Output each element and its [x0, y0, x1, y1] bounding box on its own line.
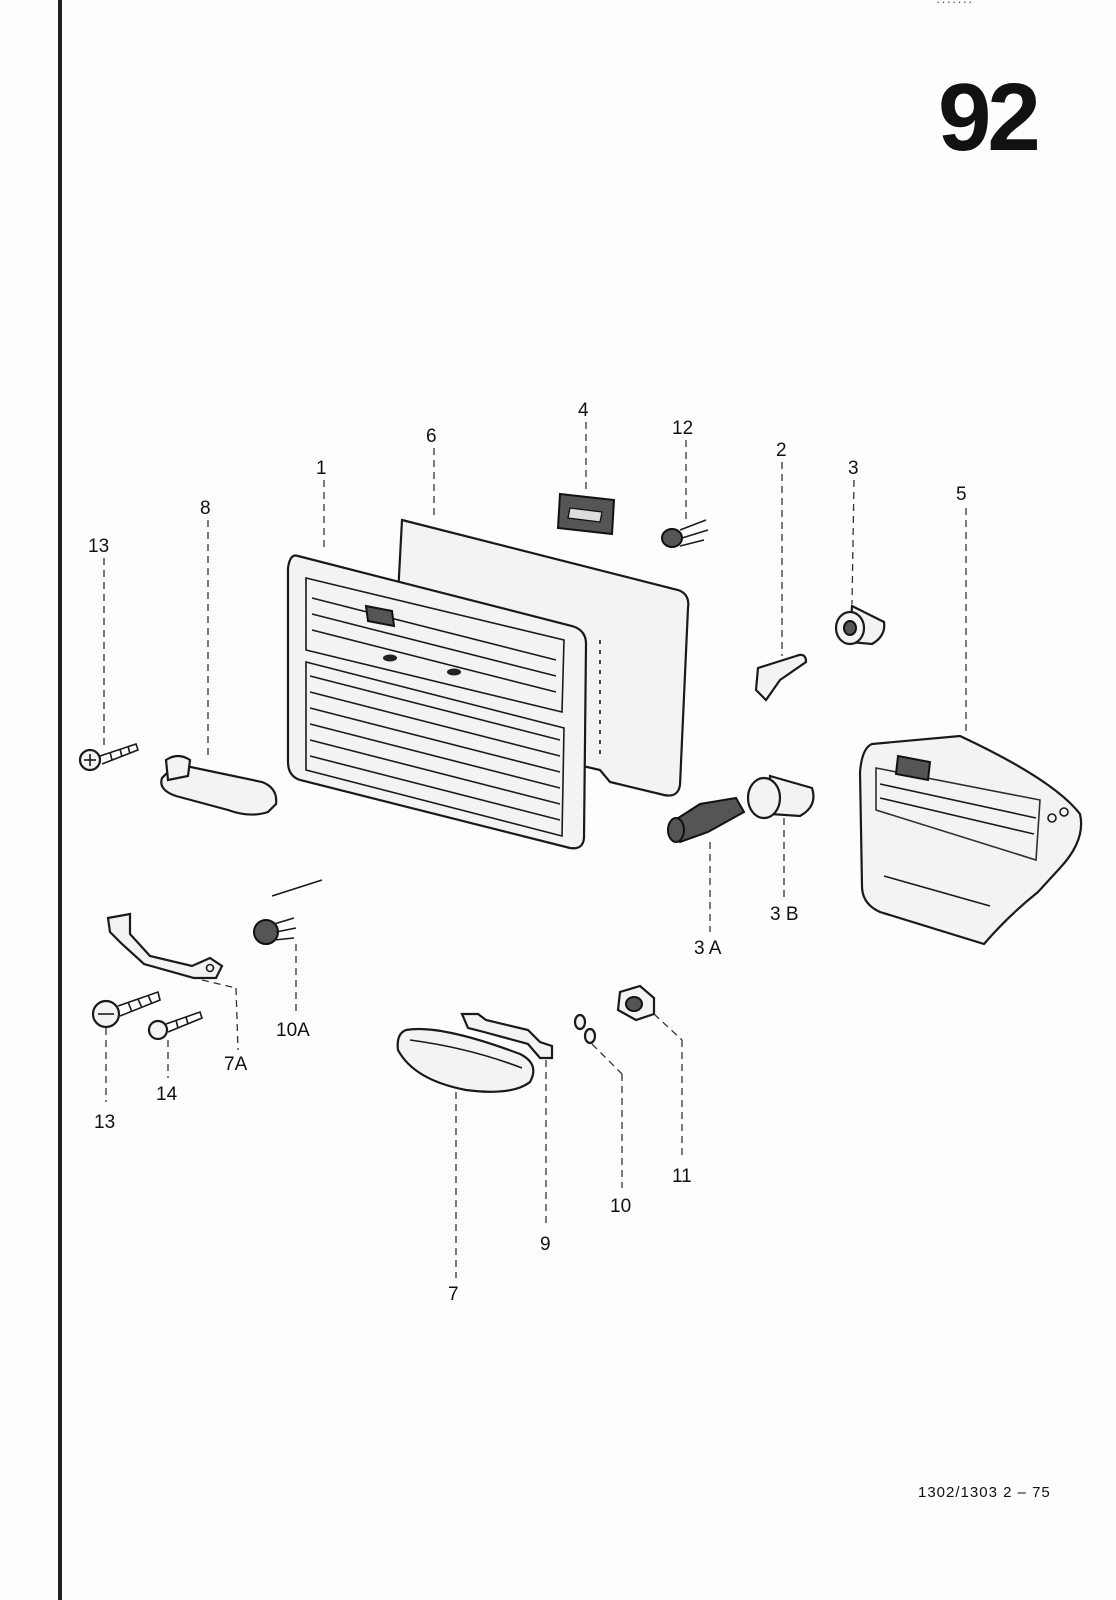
part-10a-plug	[253, 879, 323, 945]
part-7-armrest	[396, 1027, 535, 1093]
label-12: 12	[672, 418, 693, 439]
label-9: 9	[540, 1234, 551, 1255]
label-8: 8	[200, 498, 211, 519]
label-11: 11	[672, 1166, 692, 1187]
label-3a: 3 A	[694, 938, 722, 959]
part-8-pull-handle	[160, 754, 278, 816]
label-1: 1	[316, 458, 327, 479]
part-14-screw	[147, 1010, 203, 1041]
leader-lines	[103, 422, 967, 1278]
part-10-plug	[573, 1013, 597, 1045]
label-6: 6	[426, 426, 437, 447]
part-3-grommet	[834, 604, 886, 646]
label-10: 10	[610, 1196, 631, 1217]
part-13-screw-upper	[78, 742, 139, 772]
part-3a-expansion-clip	[667, 796, 746, 844]
part-3b-grommet	[746, 774, 815, 820]
binding-edge	[58, 0, 62, 1600]
label-3: 3	[848, 458, 859, 479]
label-2: 2	[776, 440, 787, 461]
part-4-bezel	[556, 492, 616, 536]
part-11-nut-cap	[616, 984, 656, 1022]
label-13-bottom: 13	[94, 1112, 115, 1133]
label-4: 4	[578, 400, 589, 421]
label-10a: 10A	[276, 1020, 310, 1041]
part-5-rear-side-panel	[858, 734, 1083, 946]
part-7a-bracket	[106, 912, 224, 980]
part-9-bracket	[460, 1012, 554, 1060]
part-2-clip	[754, 653, 808, 702]
label-7: 7	[448, 1284, 459, 1305]
top-code: ·······	[936, 0, 974, 9]
callout-labels: 1 2 3 3 A 3 B 4 5 6 7 7A 8 9 10 10A 11 1…	[88, 400, 967, 1305]
label-5: 5	[956, 484, 967, 505]
label-3b: 3 B	[770, 904, 799, 925]
part-1-door-panel	[286, 554, 588, 850]
label-13-top: 13	[88, 536, 109, 557]
part-12-plug	[661, 519, 709, 548]
page-number: 92	[938, 64, 1041, 171]
part-13-screw-lower	[91, 990, 161, 1029]
label-14: 14	[156, 1084, 178, 1105]
footer-code: 1302/1303 2 – 75	[918, 1484, 1051, 1501]
label-7a: 7A	[224, 1054, 248, 1075]
